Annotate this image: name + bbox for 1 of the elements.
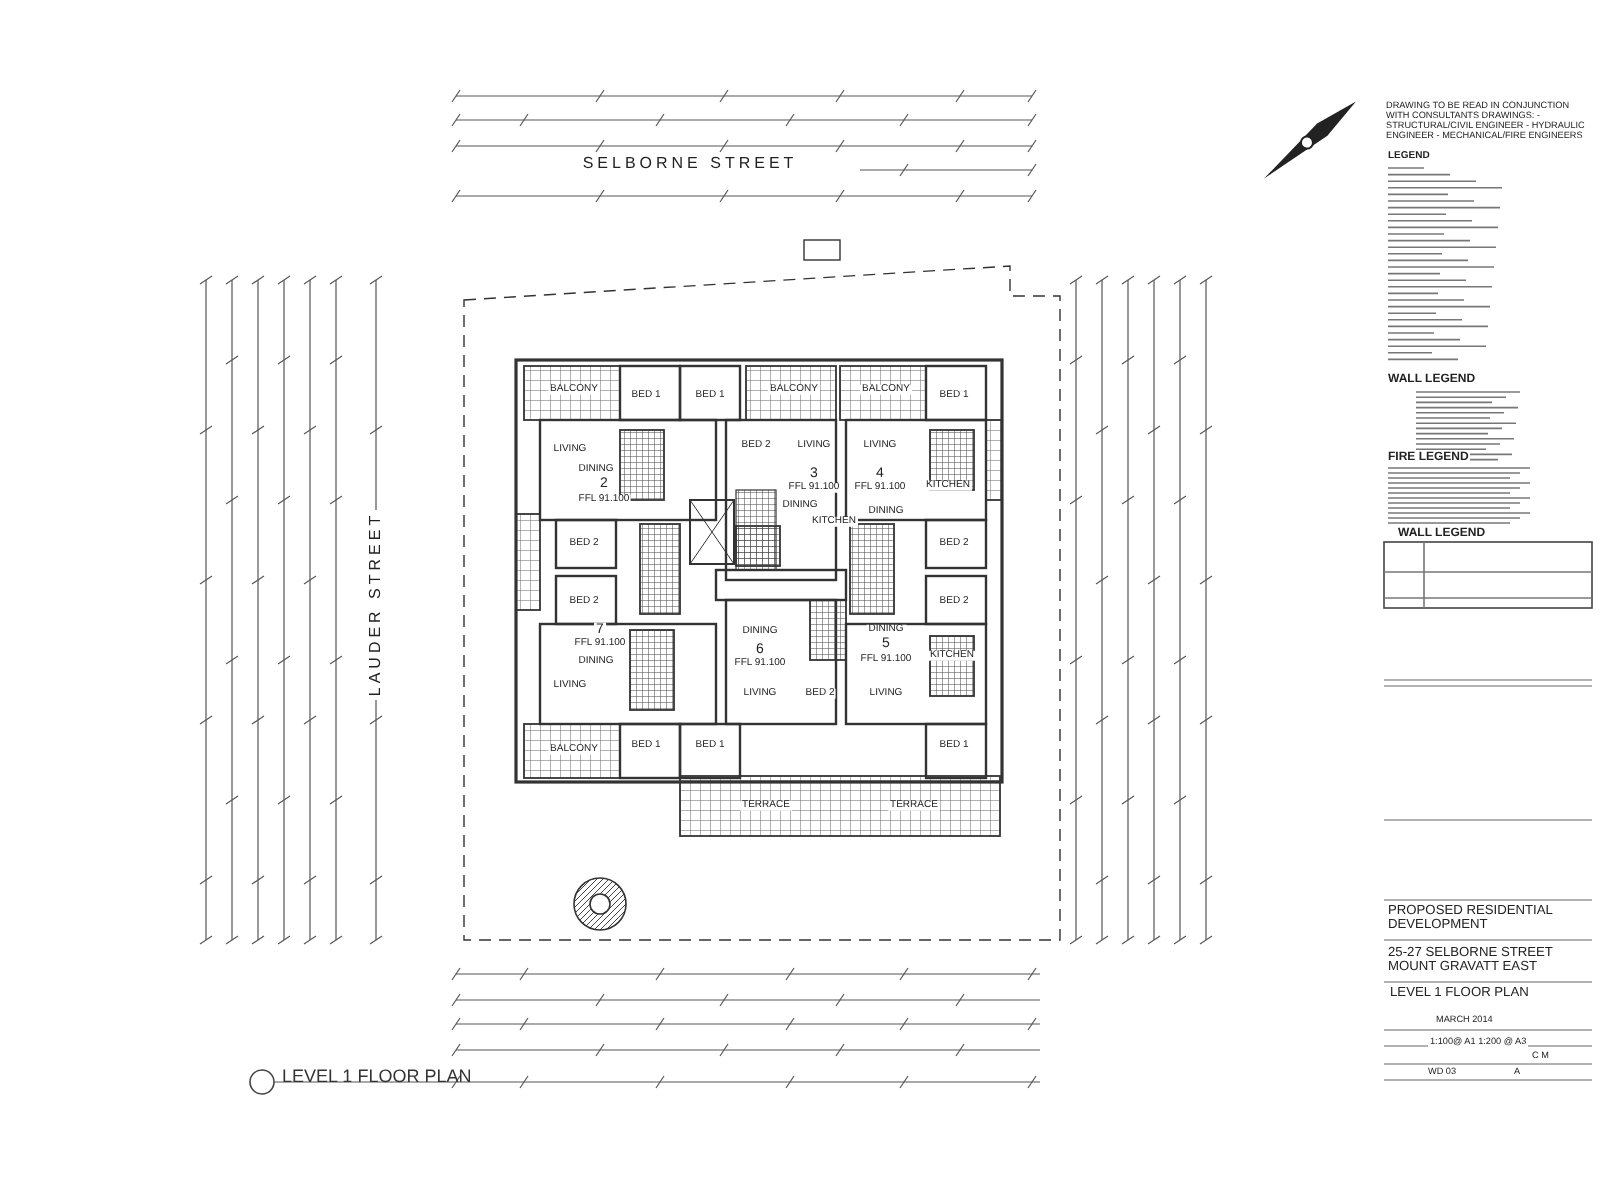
drawing-title: LEVEL 1 FLOOR PLAN bbox=[282, 1066, 472, 1086]
